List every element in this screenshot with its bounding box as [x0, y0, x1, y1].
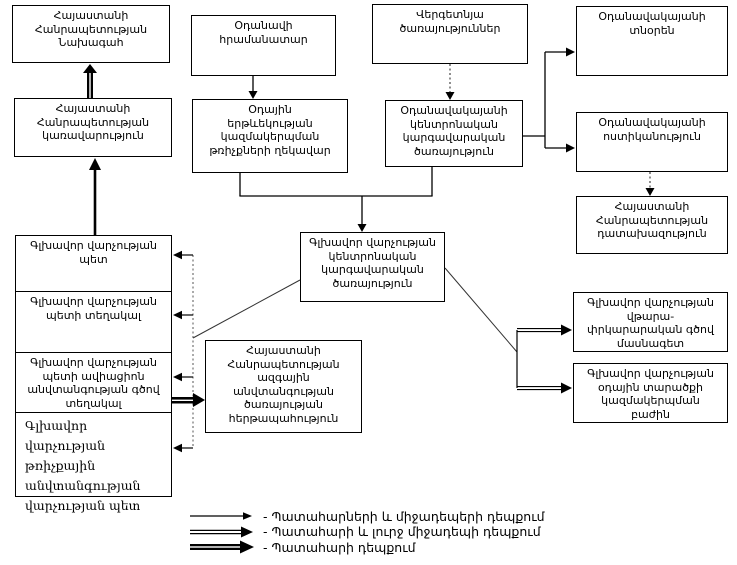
box-atm-flights-chief: Օդային երթևեկության կազմակերպման թռիչքնե…	[192, 99, 348, 173]
box-main-dept-deputy-head: Գլխավոր վարչության պետի տեղակալ	[15, 292, 172, 353]
arrow-central-dispatch-to-right-column	[444, 267, 572, 394]
legend-item-thin-arrow: - Պատահարների և միջադեպերի դեպքում	[188, 509, 545, 524]
arrow-avsec-deputy-to-nss	[172, 393, 205, 407]
box-prosecutor-office: Հայաստանի Հանրապետության դատախազություն	[576, 196, 728, 254]
box-president: Հայաստանի Հանրապետության Նախագահ	[12, 5, 170, 63]
arrow-airport-dispatch-to-director-police	[523, 47, 575, 153]
arrow-head-to-government	[89, 158, 101, 235]
box-government: Հայաստանի Հանրապետության կառավարություն	[14, 98, 172, 157]
box-main-dept-central-dispatch: Գլխավոր վարչության կենտրոնական կարգավարա…	[300, 232, 445, 302]
legend-label: - Պատահարի և լուրջ միջադեպի դեպքում	[263, 524, 541, 540]
box-ground-services: Վերգետնյա ծառայություններ	[372, 4, 528, 64]
legend-label: - Պատահարի դեպքում	[263, 539, 416, 555]
thick-arrow-icon	[190, 540, 254, 554]
box-flight-safety-dept-head: Գլխավոր վարչության թռիչքային անվտանգությ…	[15, 413, 172, 513]
legend-item-thick-arrow: - Պատահարի դեպքում	[188, 540, 545, 555]
arrow-government-to-president	[83, 64, 97, 98]
legend-label: - Պատահարների և միջադեպերի դեպքում	[263, 508, 545, 524]
box-deputy-head-aviation-security: Գլխավոր վարչության պետի ավիացիոն անվտանգ…	[15, 353, 172, 413]
legend: - Պատահարների և միջադեպերի դեպքում - Պատ…	[188, 509, 545, 555]
box-emergency-rescue-specialist: Գլխավոր վարչության վթարա- փրկարարական գծ…	[573, 292, 728, 352]
box-airport-police: Օդանավակայանի ոստիկանություն	[576, 112, 728, 172]
double-line-arrow-icon	[190, 526, 253, 538]
box-main-dept-head: Գլխավոր վարչության պետ	[15, 235, 172, 292]
arrow-ground-to-airport-dispatch	[445, 64, 455, 100]
arrow-join-to-central-dispatch	[239, 167, 433, 232]
arrow-commander-to-atm	[248, 76, 258, 99]
thin-arrow-icon	[190, 512, 252, 521]
box-airport-central-dispatch: Օդանավակայանի կենտրոնական կարգավարական ծ…	[385, 100, 523, 167]
box-aircraft-commander: Օդանավի հրամանատար	[191, 15, 336, 76]
box-airport-director: Օդանավակայանի տնօրեն	[576, 6, 728, 76]
box-nss-duty-service: Հայաստանի Հանրապետության ազգային անվտանգ…	[205, 340, 362, 433]
arrow-police-to-prosecutor	[645, 172, 655, 196]
box-airspace-organization-dept: Գլխավոր վարչության օդային տարածքի կազմակ…	[573, 363, 728, 423]
legend-item-double-arrow: - Պատահարի և լուրջ միջադեպի դեպքում	[188, 524, 545, 540]
